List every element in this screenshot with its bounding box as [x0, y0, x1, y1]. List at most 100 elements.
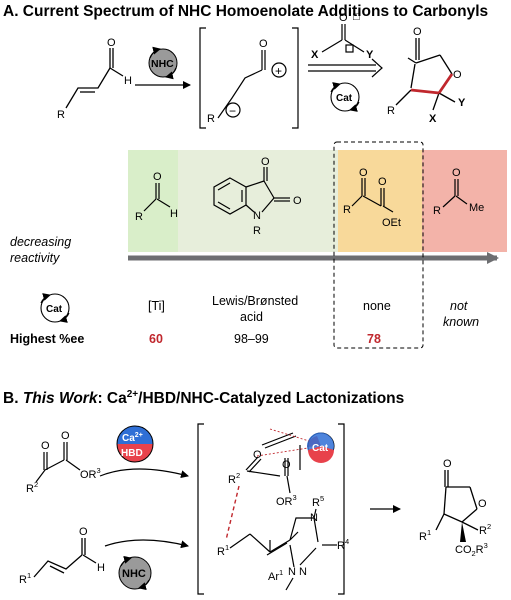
isatin-n: N	[253, 210, 261, 222]
ts-ar1: Ar1	[268, 568, 283, 583]
aldehyde-o: O	[153, 171, 162, 183]
lactone-r: R	[387, 105, 395, 117]
cat-not: not	[450, 299, 468, 313]
ts-cat-label: Cat	[312, 443, 329, 454]
cat-cycle-a: Cat	[330, 82, 360, 112]
reactivity-label-1: decreasing	[10, 235, 71, 249]
ts-bracket	[197, 423, 345, 595]
lactone-o-ring: O	[453, 69, 462, 81]
pb-o-ring: O	[478, 498, 487, 510]
kb-or3: OR3	[80, 466, 101, 481]
nhc-catalyst-badge: NHC	[148, 46, 178, 80]
eb-r1: R1	[19, 571, 31, 586]
electrophile-x: X	[311, 49, 319, 61]
ketone-o: O	[452, 167, 461, 179]
arrow-b-bottom	[104, 539, 189, 549]
ts-or3: OR3	[276, 493, 297, 508]
ts-dotted-2	[256, 447, 309, 457]
cat-ti: [Ti]	[148, 299, 165, 313]
section-b-title: B. This Work: Ca2+/HBD/NHC-Catalyzed Lac…	[3, 389, 404, 407]
new-bond-co	[437, 73, 454, 94]
isatin-o2: O	[293, 195, 302, 207]
cat-label-row: Cat	[46, 304, 63, 315]
ketoester-o2: O	[378, 176, 387, 188]
bracket-plus: +	[275, 64, 282, 78]
electrophile-o: O	[339, 12, 348, 24]
ts-cat-ball: Cat	[307, 432, 335, 463]
ketoester-structure-b	[35, 442, 81, 483]
bracket-r: R	[207, 113, 215, 125]
arrow-a2	[308, 58, 383, 78]
homoenolate-bracket	[199, 27, 299, 129]
ts-o2: O	[282, 459, 291, 471]
lactone-x: X	[429, 113, 437, 125]
bracket-minus: −	[229, 104, 236, 118]
ketone-structure	[442, 179, 468, 208]
kb-r2: R2	[26, 480, 38, 495]
electrophile-structure	[321, 24, 365, 53]
pb-o-top: O	[443, 458, 452, 470]
electrophile-box: □	[353, 11, 360, 23]
kb-o2: O	[61, 430, 70, 442]
ketoester-r: R	[343, 204, 351, 216]
cat-acid: acid	[240, 310, 263, 324]
ee-value-lewis: 98–99	[234, 332, 269, 346]
ketone-r: R	[433, 205, 441, 217]
isatin-o1: O	[261, 156, 270, 168]
ee-label: Highest %ee	[10, 332, 84, 346]
panel-ketone	[422, 150, 507, 252]
nhc-label-a: NHC	[151, 58, 174, 70]
cat-none: none	[363, 299, 391, 313]
pb-co2r3: CO2R3	[455, 541, 488, 558]
aldehyde-h: H	[170, 208, 178, 220]
cat-cycle-row: Cat	[40, 293, 70, 323]
ca-label: Ca2+	[122, 432, 143, 444]
panel-isatin	[178, 150, 338, 252]
forming-bond-dashed	[225, 485, 240, 541]
lactone-y: Y	[458, 97, 466, 109]
enal-o: O	[107, 37, 116, 49]
nhc-catalyst-badge-b: NHC	[118, 555, 152, 591]
enal-structure-a	[65, 48, 124, 109]
electrophile-y: Y	[366, 49, 374, 61]
kb-o1: O	[41, 440, 50, 452]
ketoester-structure-a	[351, 178, 394, 213]
enal-r: R	[57, 109, 65, 121]
pb-r2: R2	[479, 522, 491, 537]
ca-hbd-catalyst-badge: Ca2+ HBD	[116, 425, 154, 463]
reactivity-label-2: reactivity	[10, 251, 60, 265]
lactone-o-top: O	[413, 26, 422, 38]
lactone-product-a	[395, 38, 456, 111]
ts-o1: O	[253, 449, 262, 461]
hbd-label: HBD	[121, 448, 143, 459]
transition-state-structure	[229, 432, 337, 591]
wedge-co2r	[460, 522, 466, 542]
ts-n2: N	[299, 566, 307, 578]
ketone-me: Me	[469, 202, 484, 214]
eb-o: O	[79, 526, 88, 538]
lactone-product-b	[435, 470, 479, 531]
enal-structure-b	[33, 538, 97, 578]
ketoester-oet: OEt	[382, 217, 401, 229]
panel-ketoester	[338, 150, 422, 252]
ts-n1: N	[310, 512, 318, 524]
isatin-r: R	[253, 225, 261, 237]
cat-lewis: Lewis/Brønsted	[212, 294, 298, 308]
ts-n3: N	[288, 566, 296, 578]
ts-r5: R5	[312, 494, 324, 509]
aldehyde-structure	[143, 183, 171, 212]
nhc-label-b: NHC	[122, 568, 146, 580]
new-bond-cc	[410, 88, 440, 95]
isatin-structure	[213, 167, 290, 215]
ee-value-none: 78	[367, 332, 381, 346]
enal-h: H	[124, 75, 132, 87]
panel-aldehyde	[128, 150, 178, 252]
bracket-o: O	[259, 38, 268, 50]
ts-r1: R1	[217, 543, 229, 558]
ts-r4: R4	[337, 537, 349, 552]
section-a-title: A. Current Spectrum of NHC Homoenolate A…	[3, 3, 488, 20]
cat-known: known	[443, 315, 479, 329]
cat-label-a: Cat	[336, 93, 353, 104]
ketoester-o1: O	[359, 167, 368, 179]
